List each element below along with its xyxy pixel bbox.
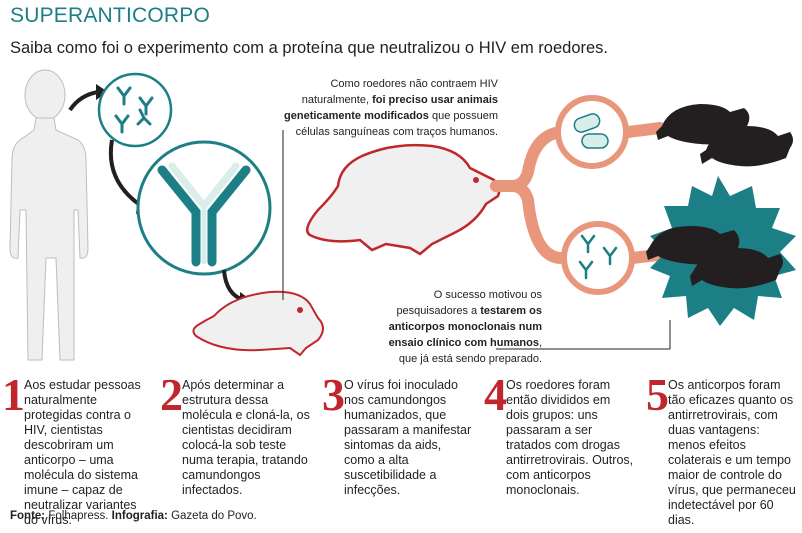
note-bottom: O sucesso motivou os pesquisadores a tes… <box>388 289 542 365</box>
antiretroviral-drugs-icon <box>555 95 629 169</box>
big-mouse-icon <box>305 143 501 256</box>
step-number: 4 <box>484 369 507 420</box>
step-number: 2 <box>160 369 183 420</box>
page-title: SUPERANTICORPO <box>10 4 210 27</box>
treated-mice-antibodies-icon <box>646 226 783 289</box>
step-text: Os anticorpos foram tão eficazes quanto … <box>668 378 796 527</box>
step-text: Após determinar a estrutura dessa molécu… <box>182 378 310 497</box>
note-top: Como roedores não contraem HIV naturalme… <box>284 78 498 138</box>
source-credit: Fonte: Folhapress. Infografia: Gazeta do… <box>10 510 257 522</box>
step-text: O vírus foi inoculado nos camundongos hu… <box>344 378 472 497</box>
monoclonal-antibodies-icon <box>561 221 635 295</box>
small-mouse-icon <box>192 290 324 357</box>
antibody-structure-icon <box>136 140 272 276</box>
step-number: 5 <box>646 369 669 420</box>
arrow-1-icon <box>68 90 99 112</box>
treated-mice-drugs-icon <box>656 104 793 167</box>
note-bottom-bold: testarem os anticorpos monoclonais num e… <box>388 305 542 349</box>
arrow-2-icon <box>108 139 142 207</box>
split-path-icon <box>490 122 672 264</box>
page-subtitle: Saiba como foi o experimento com a prote… <box>10 39 608 57</box>
step-text: Os roedores foram então divididos em doi… <box>506 378 634 497</box>
human-figure-icon <box>9 69 89 361</box>
note-top-bold: foi preciso usar animais geneticamente m… <box>284 94 498 122</box>
step-number: 3 <box>322 369 345 420</box>
step-number: 1 <box>2 369 25 420</box>
antibodies-circle-icon <box>97 72 173 148</box>
step-text: Aos estudar pessoas naturalmente protegi… <box>24 378 141 527</box>
